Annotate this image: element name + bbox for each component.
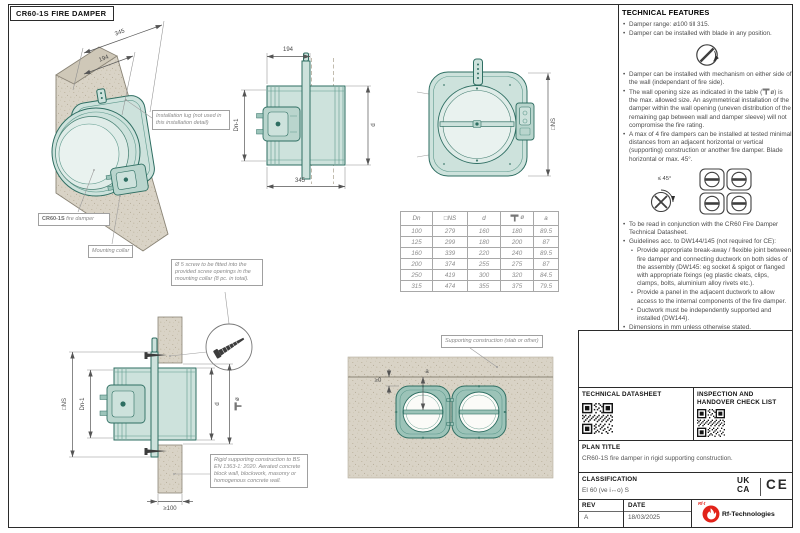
- plan-damper-right: [451, 385, 507, 439]
- col-ns: □NS: [432, 211, 468, 226]
- plan-title-value: CR60-1S fire damper in rigid supporting …: [582, 455, 733, 462]
- installation-lug-front: [473, 58, 483, 86]
- wall-opening-icon: [234, 402, 242, 411]
- qr-datasheet-icon: [582, 403, 613, 434]
- collar-screw-top: [144, 352, 167, 359]
- qr-checklist-icon: [697, 409, 725, 437]
- col-dn: Dn: [400, 211, 433, 226]
- screw-note: Ø 5 screw to be fitted into the provided…: [171, 259, 263, 287]
- side-view: [241, 52, 371, 189]
- col-wall-opening: ø: [500, 211, 534, 226]
- guideline-item: Ductwork must be independently supported…: [622, 306, 792, 323]
- side-mechanism: [256, 106, 301, 142]
- collar-screw-bottom: [144, 448, 167, 455]
- installation-lug: [96, 88, 107, 104]
- page-border: [8, 4, 793, 528]
- ukca-mark: UK CA: [737, 476, 750, 494]
- angle-label: ≤ 45°: [657, 175, 672, 182]
- feature-item: Damper can be installed with mechanism o…: [622, 71, 792, 87]
- guideline-item: Provide a panel in the adjacent ductwork…: [622, 289, 792, 305]
- four-dampers-grid-icon: [699, 168, 752, 215]
- technical-features-heading: TECHNICAL FEATURES: [622, 8, 710, 17]
- guideline-item: Provide appropriate break-away / flexibl…: [622, 247, 792, 288]
- section-dim-ns: □NS: [62, 398, 68, 410]
- rf-logo-small-text: Rf-t: [698, 501, 706, 506]
- column-divider: [618, 4, 619, 330]
- front-mechanism: [515, 102, 535, 141]
- plan-title-label: PLAN TITLE: [582, 444, 621, 451]
- section-dim-wall-min: ≥100: [163, 506, 177, 512]
- screw-icon: [213, 337, 245, 359]
- side-dim-194: 194: [282, 47, 294, 53]
- section-view: [69, 291, 253, 505]
- damper-mechanism: [105, 163, 149, 196]
- rf-brand-text: Rf-Technologies: [722, 511, 775, 518]
- classification-label: CLASSIFICATION: [582, 476, 638, 483]
- feature-item: To be read in conjunction with the CR60 …: [622, 221, 792, 237]
- wall-note: Rigid supporting construction to BS EN 1…: [210, 454, 308, 489]
- plan-damper-left: [395, 385, 451, 439]
- section-mechanism: [99, 384, 146, 424]
- side-dim-345: 345: [294, 178, 306, 184]
- section-dim-wall-opening: ø: [234, 397, 242, 411]
- date-value: 18/03/2025: [628, 514, 660, 521]
- side-dim-d: d: [371, 123, 377, 127]
- date-label: DATE: [628, 502, 646, 509]
- side-dim-dn1: Dn-1: [234, 118, 240, 132]
- front-dim-ns: □NS: [551, 118, 557, 130]
- drawing-title: CR60-1S FIRE DAMPER: [10, 6, 115, 21]
- rev-label: REV: [582, 502, 596, 509]
- lug-note: Installation lug (not used in this insta…: [152, 110, 230, 131]
- col-a: a: [533, 211, 559, 226]
- feature-item: Dimensions in mm unless otherwise stated…: [622, 324, 792, 332]
- inspection-label-2: HANDOVER CHECK LIST: [697, 399, 777, 406]
- rev-value: A: [584, 514, 589, 521]
- datasheet-label: TECHNICAL DATASHEET: [582, 391, 662, 398]
- wall-opening-icon: [510, 214, 519, 221]
- feature-item: Guidelines acc. to DW144/145 (not requir…: [622, 238, 792, 246]
- blade-any-position-icon: [696, 43, 719, 66]
- table-header-row: Dn □NS d ø a: [400, 211, 559, 226]
- feature-item: Damper range: ø100 till 315.: [622, 21, 792, 29]
- section-dim-dn1: Dn-1: [80, 397, 86, 411]
- classification-value: EI 60 (ve i↔o) S: [582, 487, 629, 494]
- rotation-45-icon: [650, 189, 676, 212]
- plan-dim-a: a: [425, 369, 429, 375]
- plan-dim-gap: ≥0: [374, 378, 382, 384]
- feature-item: A max of 4 fire dampers can be installed…: [622, 131, 792, 164]
- front-view: [416, 58, 551, 177]
- wall-opening-icon: [762, 88, 770, 95]
- supporting-construction-label: Supporting construction (slab or other): [441, 335, 543, 349]
- inspection-label-1: INSPECTION AND: [697, 391, 754, 398]
- rf-logo-icon: [702, 505, 720, 523]
- feature-item: Damper can be installed with blade in an…: [622, 30, 792, 38]
- plan-view: [347, 347, 554, 479]
- damper-connectors: [446, 398, 454, 426]
- section-dim-d: d: [215, 402, 221, 406]
- collar-label: Mounting collar: [88, 245, 134, 259]
- installation-icons: ≤ 45°: [648, 168, 792, 216]
- damper-label: CR60-1S fire damper: [38, 213, 110, 227]
- feature-item: The wall opening size as indicated in th…: [622, 88, 792, 130]
- iso-view: [51, 20, 169, 252]
- ce-mark: CE: [766, 477, 789, 492]
- technical-features-panel: TECHNICAL FEATURES Damper range: ø100 ti…: [622, 8, 792, 333]
- col-d: d: [467, 211, 501, 226]
